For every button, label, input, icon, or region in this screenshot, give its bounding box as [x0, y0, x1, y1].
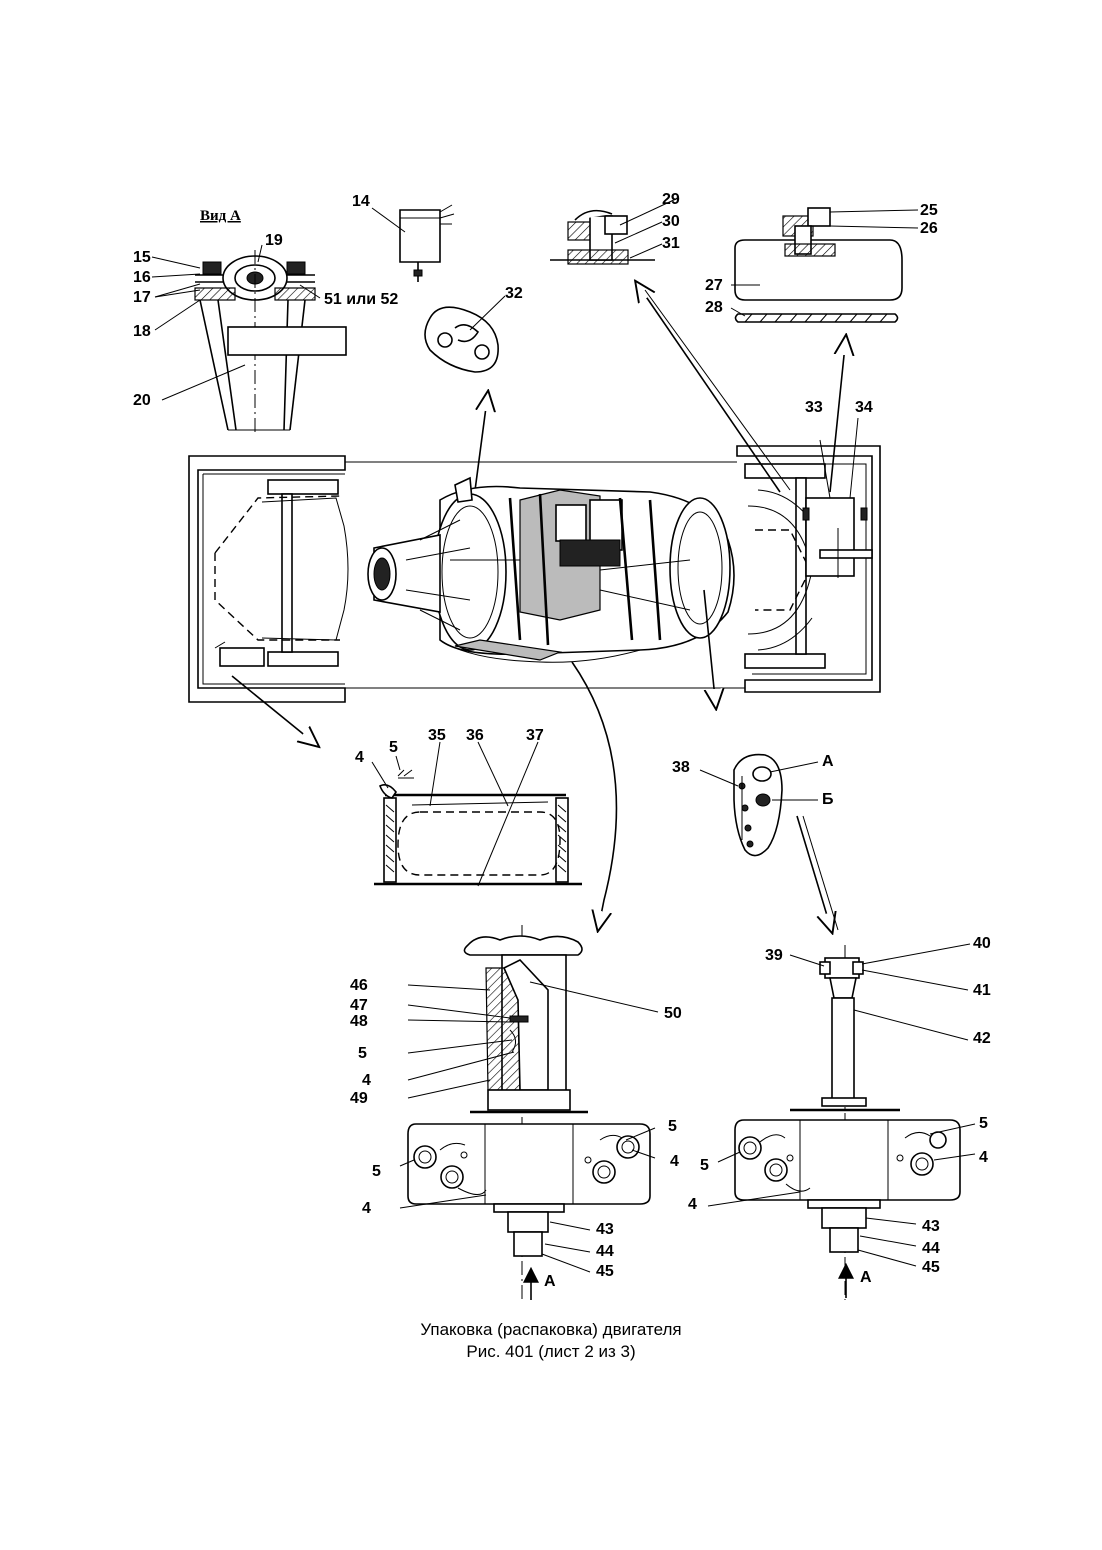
part-35-37-detail: 4 5 35 36 37 [355, 727, 582, 887]
label-5-right-top: 5 [979, 1115, 988, 1132]
part-38-detail: 38 А Б [672, 753, 834, 857]
label-4-left-right: 4 [670, 1153, 679, 1170]
label-16: 16 [133, 269, 151, 286]
label-43-left: 43 [596, 1221, 614, 1238]
label-33: 33 [805, 399, 823, 416]
label-5-left-shaft: 5 [358, 1045, 367, 1062]
view-a-title: Вид А [200, 208, 241, 224]
label-40: 40 [973, 935, 991, 952]
label-14: 14 [352, 193, 370, 210]
part-25-28-detail: 25 26 27 28 [705, 202, 938, 323]
label-51-or-52: 51 или 52 [324, 291, 398, 308]
label-36: 36 [466, 727, 484, 744]
label-38: 38 [672, 759, 690, 776]
label-49: 49 [350, 1090, 368, 1107]
label-A-left: А [544, 1273, 556, 1290]
label-29: 29 [662, 191, 680, 208]
label-25: 25 [920, 202, 938, 219]
label-44-left: 44 [596, 1243, 614, 1260]
label-4-box: 4 [355, 749, 364, 766]
engine-container: 33 34 [188, 399, 881, 703]
label-50: 50 [664, 1005, 682, 1022]
label-34: 34 [855, 399, 873, 416]
label-48: 48 [350, 1013, 368, 1030]
label-4-right-bottom: 4 [688, 1196, 697, 1213]
label-39: 39 [765, 947, 783, 964]
left-support-assembly: 46 47 48 5 4 49 50 5 5 4 4 43 [350, 925, 682, 1300]
label-44-right: 44 [922, 1240, 940, 1257]
right-support-assembly: 39 40 41 42 5 5 4 4 43 44 45 А [688, 935, 991, 1300]
label-32: 32 [505, 285, 523, 302]
label-28: 28 [705, 299, 723, 316]
label-4-left-bottom: 4 [362, 1200, 371, 1217]
label-31: 31 [662, 235, 680, 252]
label-45-left: 45 [596, 1263, 614, 1280]
label-37: 37 [526, 727, 544, 744]
label-4-right-right: 4 [979, 1149, 988, 1166]
part-32-detail: 32 [424, 285, 523, 499]
label-B-plate: Б [822, 791, 834, 808]
label-5-right-left: 5 [700, 1157, 709, 1174]
label-A-plate: А [822, 753, 834, 770]
label-5-box: 5 [389, 739, 398, 756]
label-41: 41 [973, 982, 991, 999]
label-19: 19 [265, 232, 283, 249]
view-a-detail: Вид А 15 16 17 18 19 20 [133, 208, 398, 435]
label-47: 47 [350, 997, 368, 1014]
label-42: 42 [973, 1030, 991, 1047]
label-20: 20 [133, 392, 151, 409]
label-4-left-shaft: 4 [362, 1072, 371, 1089]
label-A-right: А [860, 1269, 872, 1286]
label-27: 27 [705, 277, 723, 294]
label-35: 35 [428, 727, 446, 744]
label-18: 18 [133, 323, 151, 340]
label-30: 30 [662, 213, 680, 230]
label-26: 26 [920, 220, 938, 237]
label-17: 17 [133, 289, 151, 306]
label-5-left-mid: 5 [372, 1163, 381, 1180]
label-46: 46 [350, 977, 368, 994]
label-45-right: 45 [922, 1259, 940, 1276]
label-5-left-top-right: 5 [668, 1118, 677, 1135]
label-15: 15 [133, 249, 151, 266]
figure-caption-title: Упаковка (распаковка) двигателя [420, 1320, 682, 1339]
part-29-31-detail: 29 30 31 [550, 191, 680, 265]
part-14-detail: 14 [352, 193, 455, 282]
engine-body [367, 476, 735, 663]
label-43-right: 43 [922, 1218, 940, 1235]
figure-caption-number: Рис. 401 (лист 2 из 3) [466, 1342, 636, 1361]
